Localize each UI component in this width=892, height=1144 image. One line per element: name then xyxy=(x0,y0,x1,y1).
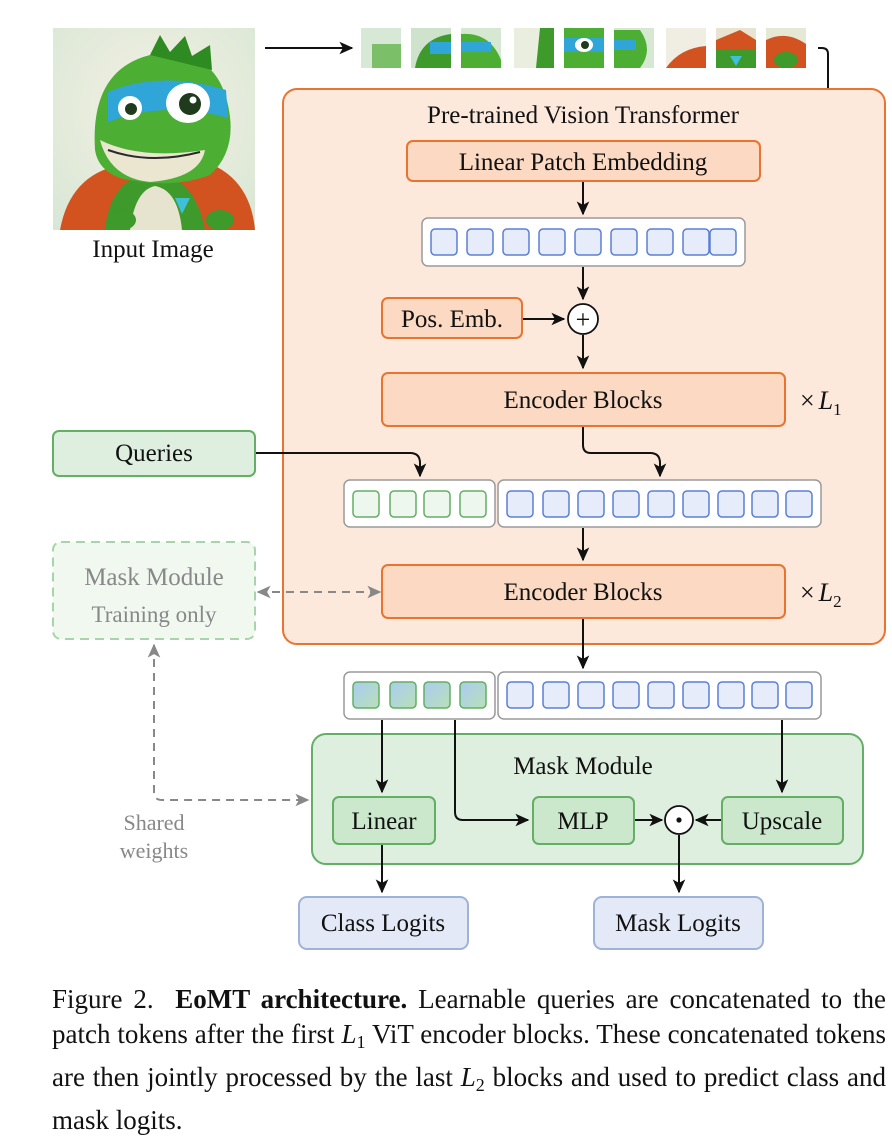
queries-label: Queries xyxy=(115,440,193,467)
class-logits-label: Class Logits xyxy=(321,910,445,937)
shared-weights-label-line1: Shared xyxy=(123,810,184,835)
caption-text-3: blocks and used to predict class and mas… xyxy=(52,1062,887,1135)
repeat-l2-label: ×L2 xyxy=(800,578,842,611)
query-token-group-3 xyxy=(343,671,496,720)
query-token-group-2 xyxy=(343,479,496,528)
add-operator-symbol: + xyxy=(576,305,591,334)
encoder-blocks-1-label: Encoder Blocks xyxy=(504,387,663,414)
mask-logits-box xyxy=(593,896,764,950)
queries-to-concat-arrow xyxy=(256,452,427,478)
upscale-box xyxy=(721,796,844,845)
caption-sub-2: 2 xyxy=(475,1075,485,1095)
encoder1-to-concat-arrow xyxy=(582,427,667,478)
encoder-blocks-1-box xyxy=(381,372,786,427)
queries-box xyxy=(52,430,256,477)
pos-emb-box xyxy=(381,297,523,339)
figure-caption: Figure 2. EoMT architecture. Learnable q… xyxy=(52,982,886,1138)
caption-sub-1: 1 xyxy=(356,1032,366,1052)
patch-tokens-2 xyxy=(506,490,813,518)
linear-box xyxy=(332,796,436,845)
pos-emb-label: Pos. Emb. xyxy=(401,306,503,333)
mask-logits-label: Mask Logits xyxy=(615,910,741,937)
caption-var-1: L xyxy=(341,1019,357,1049)
mlp-box xyxy=(532,796,635,845)
mask-module-title: Mask Module xyxy=(513,753,653,780)
linear-patch-embedding-label: Linear Patch Embedding xyxy=(459,149,708,176)
image-patches xyxy=(361,28,806,68)
class-logits-box xyxy=(298,896,469,950)
queries-to-mlp-arrow xyxy=(454,720,530,827)
patch-tokens-3 xyxy=(506,681,813,709)
caption-var-2: L xyxy=(460,1062,476,1092)
query-tokens-3 xyxy=(352,681,487,709)
input-image-label: Input Image xyxy=(92,236,213,263)
caption-figure-label: Figure 2. xyxy=(52,984,154,1014)
dot-product-center xyxy=(676,817,682,823)
input-image xyxy=(53,28,255,230)
caption-title: EoMT architecture. xyxy=(175,984,408,1014)
patch-tokens-1 xyxy=(430,228,737,256)
mask-module-training-subtitle: Training only xyxy=(91,602,217,627)
encoder-blocks-2-label: Encoder Blocks xyxy=(504,579,663,606)
upscale-label: Upscale xyxy=(742,808,823,835)
query-tokens-2 xyxy=(352,490,487,518)
vit-title: Pre-trained Vision Transformer xyxy=(427,102,740,129)
mask-module-training-title: Mask Module xyxy=(84,564,224,591)
caption-text-1: Learnable queries are concatenated to th… xyxy=(52,984,886,1049)
mlp-label: MLP xyxy=(557,808,608,835)
shared-weights-arrow xyxy=(147,643,310,807)
add-operator-icon xyxy=(567,303,599,335)
shared-weights-label-line2: weights xyxy=(120,838,188,863)
mask-module-training-box xyxy=(52,541,256,640)
linear-patch-embedding-box xyxy=(406,140,761,182)
repeat-l1-label: ×L1 xyxy=(800,386,842,419)
caption-text-2: ViT encoder blocks. These concatenated t… xyxy=(52,1019,886,1092)
encoder-blocks-2-box xyxy=(381,564,786,619)
linear-label: Linear xyxy=(351,808,417,835)
